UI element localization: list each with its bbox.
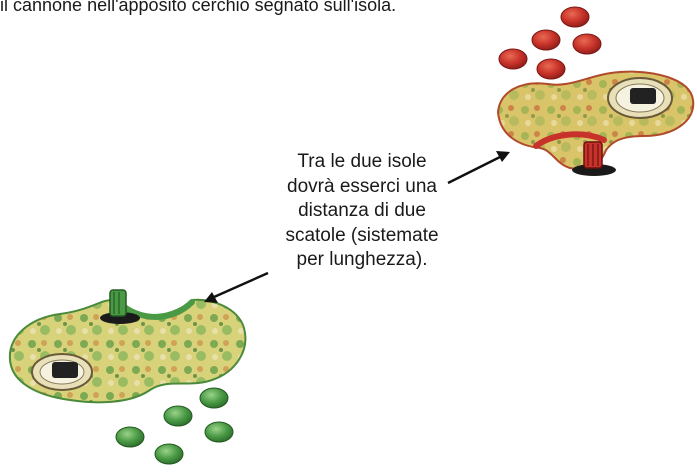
arrow-to-green-island: [204, 273, 268, 303]
cannon-red[interactable]: [630, 88, 656, 104]
red-island-group: [498, 7, 693, 176]
green-marker[interactable]: [155, 444, 183, 464]
red-marker[interactable]: [532, 30, 560, 50]
callout-line: distanza di due: [262, 199, 462, 224]
cannon-green[interactable]: [52, 362, 78, 378]
distance-callout: Tra le due isole dovrà esserci una dista…: [262, 150, 462, 273]
green-marker[interactable]: [116, 427, 144, 447]
red-marker[interactable]: [499, 49, 527, 69]
green-island-group: [10, 290, 246, 464]
callout-line: scatole (sistemate: [262, 224, 462, 249]
green-marker[interactable]: [205, 422, 233, 442]
callout-line: dovrà esserci una: [262, 175, 462, 200]
red-marker[interactable]: [561, 7, 589, 27]
green-marker[interactable]: [200, 388, 228, 408]
callout-line: per lunghezza).: [262, 248, 462, 273]
green-marker[interactable]: [164, 406, 192, 426]
red-marker[interactable]: [537, 59, 565, 79]
red-marker[interactable]: [573, 34, 601, 54]
callout-line: Tra le due isole: [262, 150, 462, 175]
